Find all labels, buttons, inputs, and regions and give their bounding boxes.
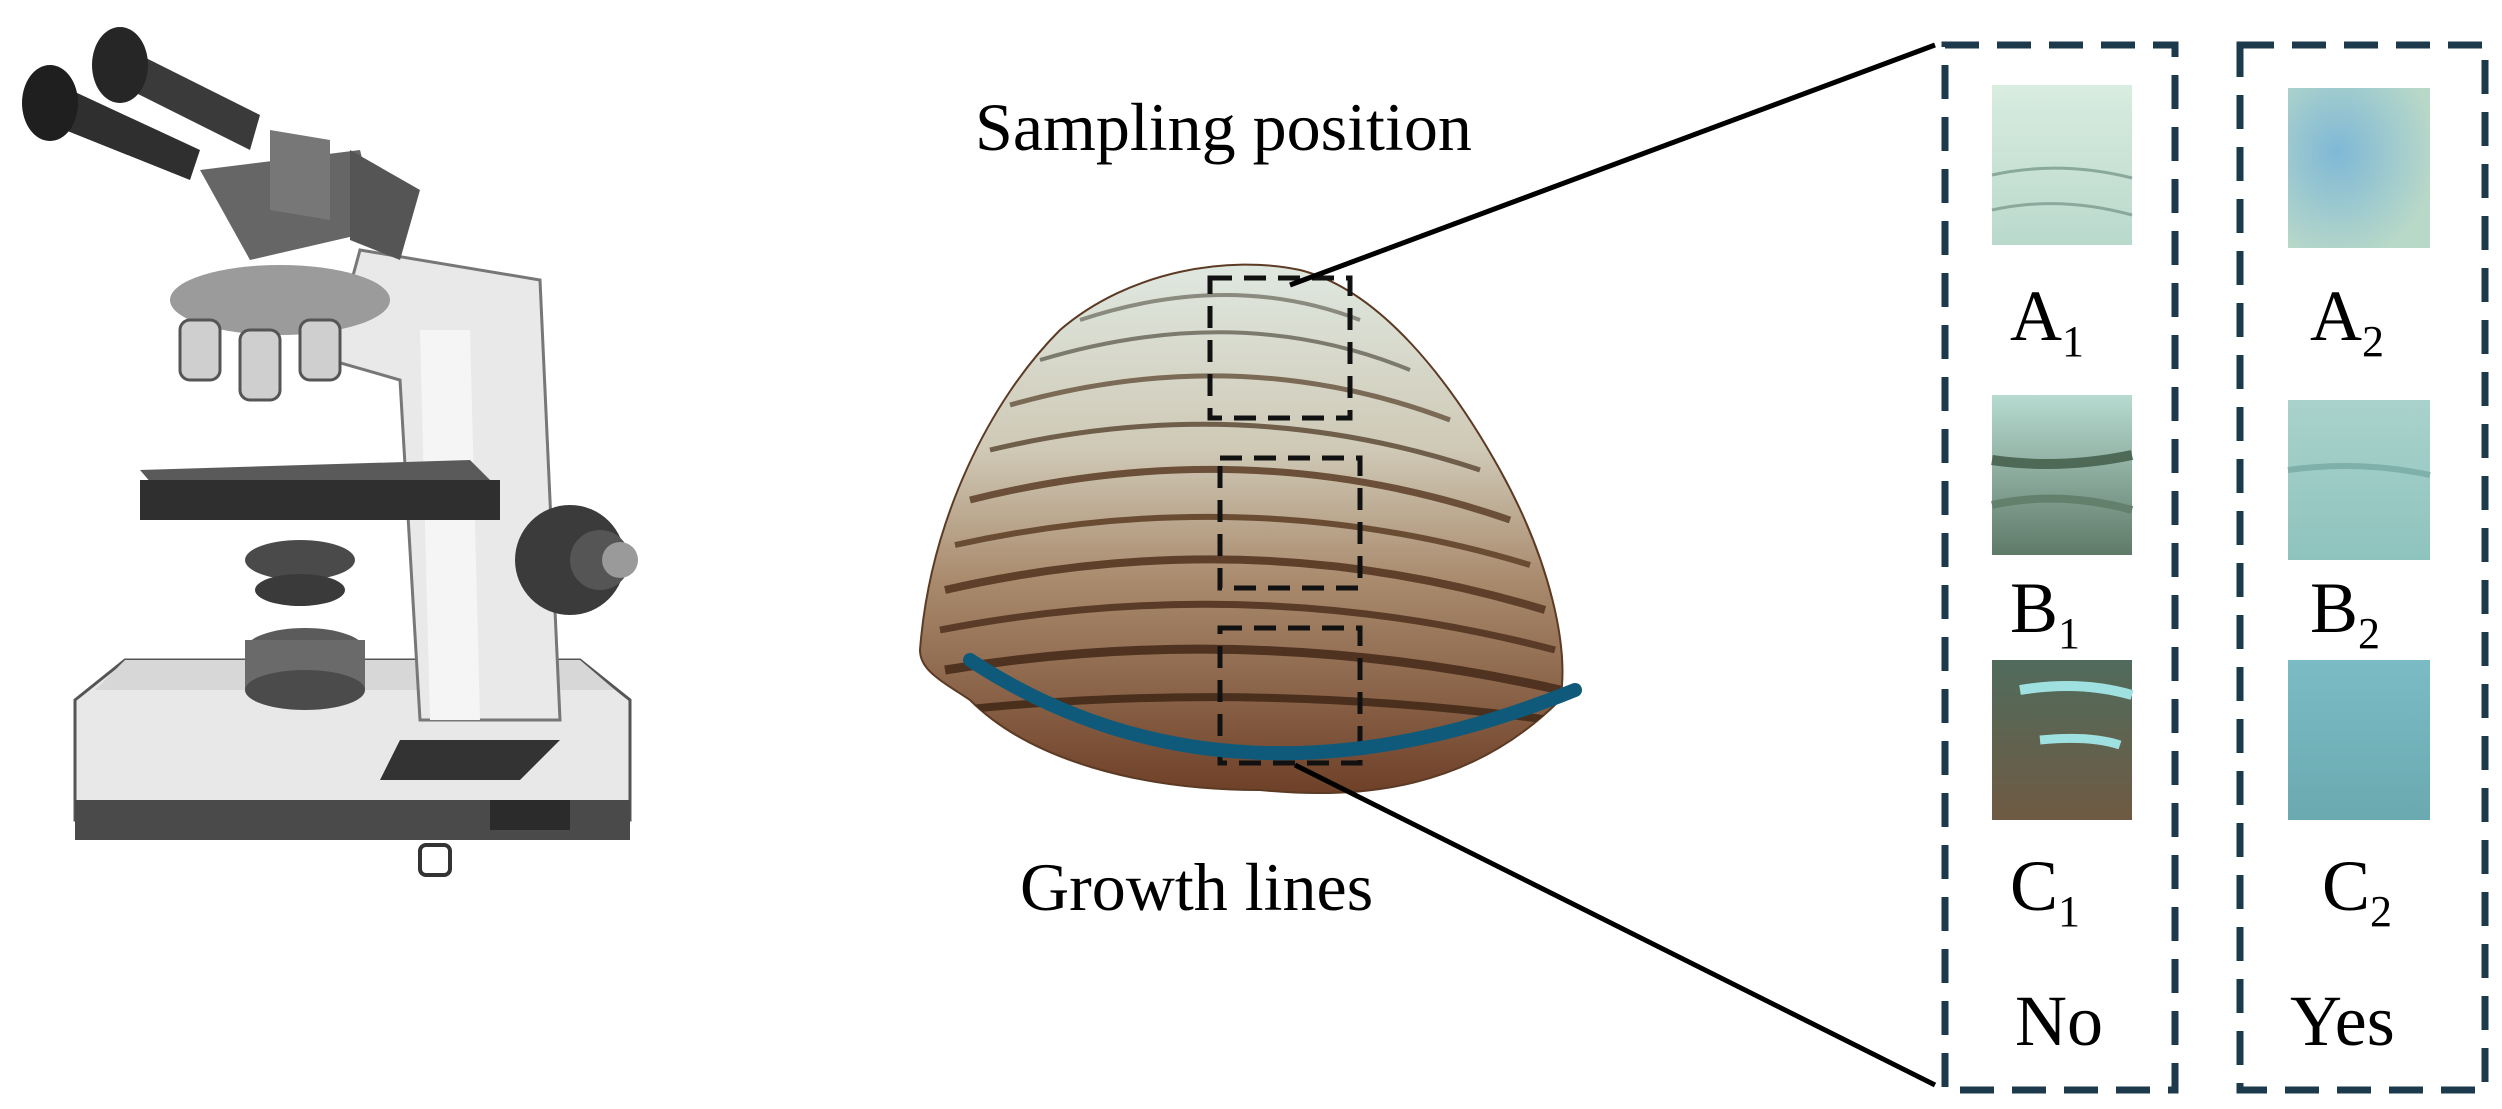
sample-label-b1: B1 xyxy=(2010,568,2080,658)
panel-no xyxy=(1941,41,2179,1094)
sample-label-c2: C2 xyxy=(2322,846,2392,936)
sample-label-a1: A1 xyxy=(2010,276,2084,366)
connector-line-top xyxy=(1289,42,1936,288)
sample-patch-b1 xyxy=(1992,395,2132,555)
microscope-illustration xyxy=(22,27,638,877)
sample-patch-c2 xyxy=(2288,660,2430,820)
panel-yes xyxy=(2236,41,2489,1094)
growth-lines-label: Growth lines xyxy=(1020,849,1373,925)
no-label: No xyxy=(2015,981,2103,1061)
connector-line-bottom xyxy=(1293,762,1937,1088)
yes-label: Yes xyxy=(2290,981,2395,1061)
growth-line-arc xyxy=(963,653,1582,761)
sampling-position-label: Sampling position xyxy=(975,89,1472,165)
sample-label-b2: B2 xyxy=(2310,568,2380,658)
sample-patch-a1 xyxy=(1992,85,2132,245)
sample-label-a2: A2 xyxy=(2310,276,2384,366)
sample-patch-a2 xyxy=(2288,88,2430,248)
clam-shell xyxy=(918,263,1582,795)
sample-patch-b2 xyxy=(2288,400,2430,560)
sample-label-c1: C1 xyxy=(2010,846,2080,936)
